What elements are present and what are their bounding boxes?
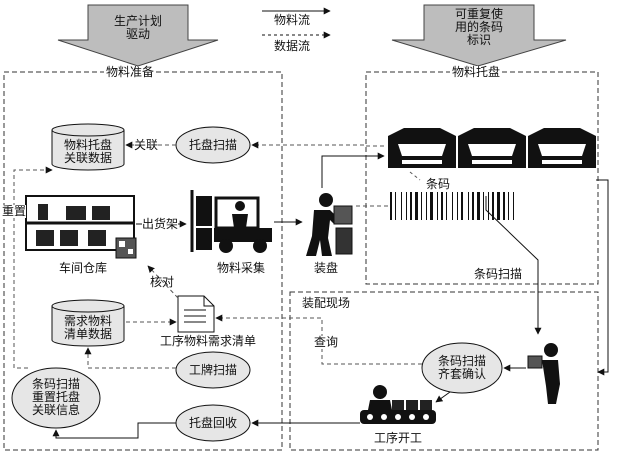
edge-right-loop xyxy=(596,179,609,376)
edge-label-ship-out: 出货架 xyxy=(142,217,179,231)
material-prep-title: 物料准备 xyxy=(104,65,157,79)
process-start-label: 工序开工 xyxy=(373,431,422,445)
edge-loading-to-pallet xyxy=(321,152,385,188)
process-material-list-label: 工序物料需求清单 xyxy=(160,334,257,348)
scan-confirm-label: 条码扫描 齐套确认 xyxy=(437,354,486,381)
material-pallet-title: 物料托盘 xyxy=(450,65,503,79)
edge-label-query: 查询 xyxy=(314,335,339,349)
pallet-db-label: 物料托盘 关联数据 xyxy=(63,138,112,165)
loading-label: 装盘 xyxy=(313,261,338,275)
document-icon xyxy=(177,295,215,333)
edge-label-reset: 重置 xyxy=(2,204,27,218)
edge-barcode-to-tray xyxy=(409,171,421,181)
edge-verify xyxy=(147,265,179,299)
loading-person-icon xyxy=(306,193,353,256)
warehouse-label: 车间仓库 xyxy=(58,261,107,275)
pallet-tray-icon-3 xyxy=(528,128,596,168)
barcode-icon xyxy=(390,192,514,220)
edge-pallet-to-pallet-scan xyxy=(251,141,384,149)
scanner-person-icon xyxy=(527,343,560,404)
edge-confirm-to-start xyxy=(435,391,451,403)
forklift-icon xyxy=(190,190,272,253)
legend-material-label: 物料流 xyxy=(274,13,311,27)
demand-db-node xyxy=(51,299,125,347)
edge-kanban-to-demand xyxy=(84,347,176,369)
edge-pallet-to-scanner xyxy=(485,196,542,335)
production-plan-arrow xyxy=(57,4,219,67)
barcode-label-arrow-text: 可重复使 用的条码 标识 xyxy=(454,7,503,47)
pallet-tray-icon-2 xyxy=(458,128,526,168)
production-plan-label: 生产计划 驱动 xyxy=(113,14,162,41)
assembly-site-title: 装配现场 xyxy=(300,296,353,310)
warehouse-shelf-icon xyxy=(25,195,137,259)
conveyor-worker-icon xyxy=(360,385,436,424)
barcode-scan-label: 条码扫描 xyxy=(474,267,523,281)
edge-label-associate: 关联 xyxy=(134,138,159,152)
edge-reset xyxy=(13,166,53,369)
pallet-return-label: 托盘回收 xyxy=(188,416,237,430)
kanban-scan-node xyxy=(175,351,251,389)
kanban-scan-label: 工牌扫描 xyxy=(188,363,237,377)
barcode-label-arrow xyxy=(391,4,567,67)
pallet-db-node xyxy=(51,123,125,171)
scan-confirm-node xyxy=(421,342,503,394)
barcode-label: 条码 xyxy=(426,177,451,191)
material-pick-label: 物料采集 xyxy=(216,261,265,275)
material-pallet-region xyxy=(365,71,599,285)
edge-label-verify: 核对 xyxy=(150,275,175,289)
reset-info-label: 条码扫描 重置托盘 关联信息 xyxy=(31,377,80,417)
pallet-tray-icon-1 xyxy=(388,128,456,168)
legend-data-label: 数据流 xyxy=(274,39,311,53)
edge-return-to-reset xyxy=(52,422,176,439)
pallet-scan-label: 托盘扫描 xyxy=(188,138,237,152)
reset-info-node xyxy=(11,367,101,429)
demand-db-label: 需求物料 清单数据 xyxy=(63,314,112,341)
